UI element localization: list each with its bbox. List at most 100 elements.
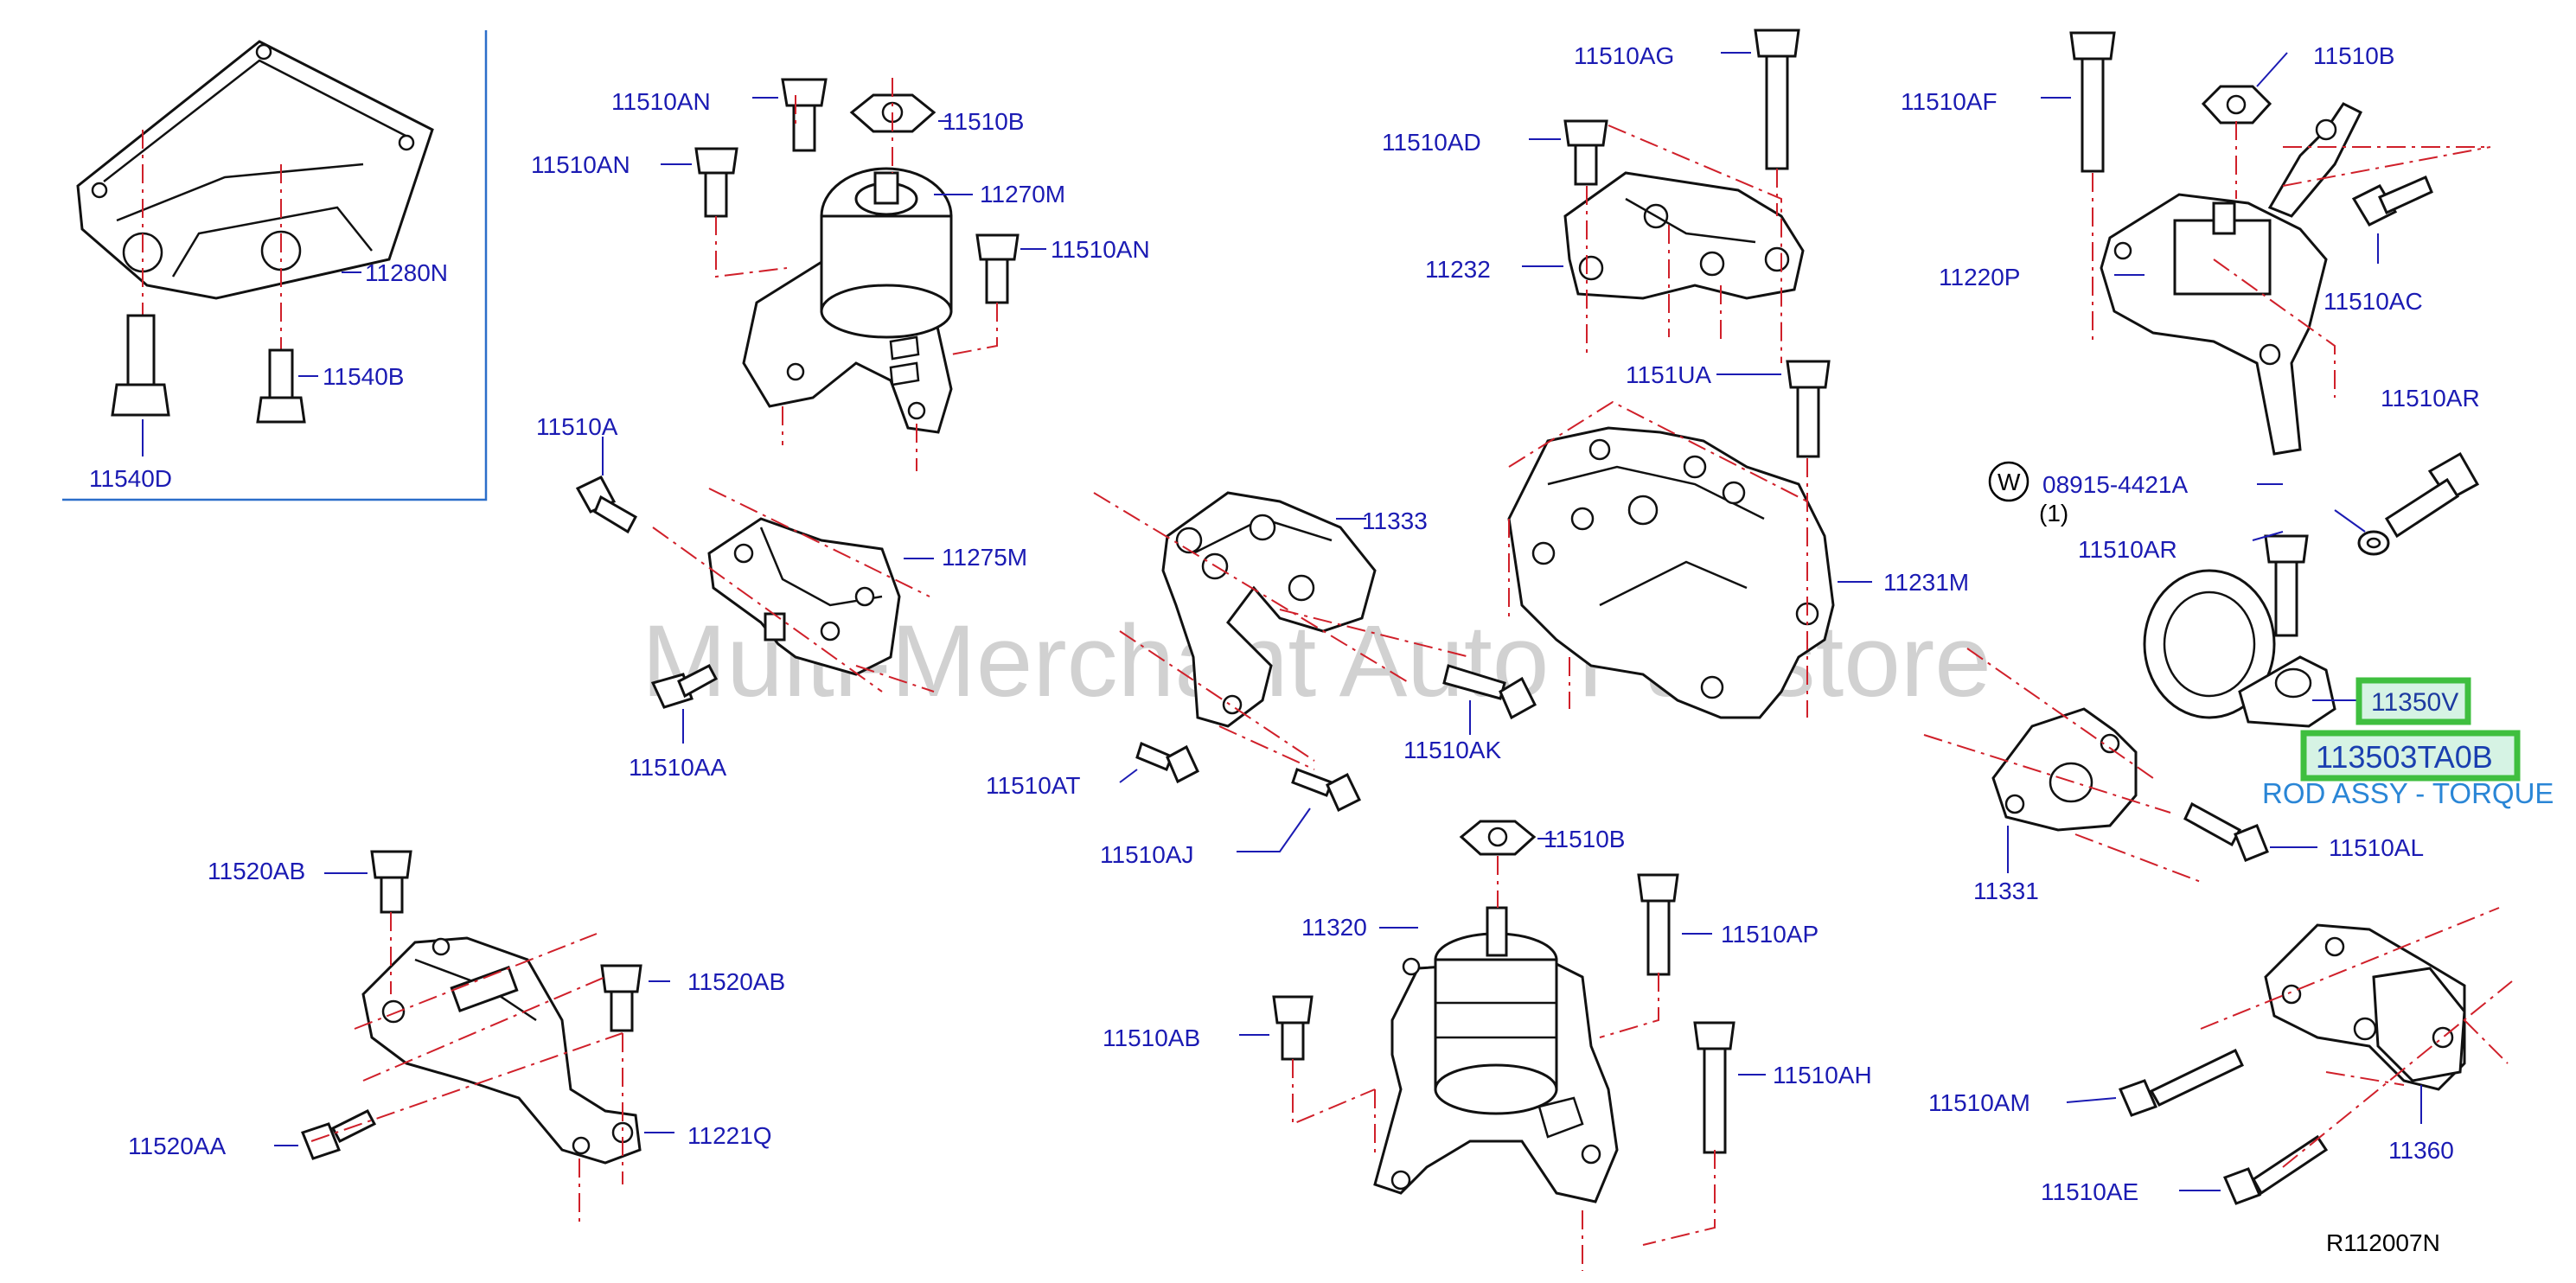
label-11520aa: 11520AA bbox=[128, 1133, 226, 1159]
label-11510an-c: 11510AN bbox=[1051, 236, 1150, 263]
mount-11270m-part bbox=[742, 167, 953, 434]
label-11520ab-a: 11520AB bbox=[208, 858, 305, 884]
label-11510aj: 11510AJ bbox=[1100, 841, 1193, 868]
bolt-11520ab-a bbox=[370, 850, 412, 914]
bolt-11510al bbox=[2183, 801, 2269, 862]
bolt-11510ak bbox=[1442, 664, 1537, 720]
label-11320: 11320 bbox=[1301, 914, 1367, 941]
washer-symbol-circle bbox=[1988, 461, 2029, 502]
bolt-11510ap bbox=[1637, 873, 1679, 976]
bolt-11510ac bbox=[2351, 176, 2433, 227]
bracket-11231m-part bbox=[1507, 426, 1835, 719]
bolt-11520aa bbox=[301, 1109, 377, 1160]
bolt-1151ua bbox=[1786, 360, 1831, 458]
mount-11275m-part bbox=[707, 517, 901, 676]
label-11333: 11333 bbox=[1362, 507, 1428, 534]
torque-rod-group: W (1) 113503TA0B ROD ASSY - TORQUE bbox=[1988, 451, 2554, 809]
label-11280n: 11280N bbox=[365, 259, 448, 286]
mount-11275m-group bbox=[575, 437, 935, 744]
bolt-11510ag bbox=[1754, 29, 1800, 170]
label-11510ae: 11510AE bbox=[2041, 1178, 2138, 1205]
mount-11270m-group bbox=[661, 78, 1046, 471]
label-11510af: 11510AF bbox=[1901, 88, 1998, 115]
nut-11510b-c bbox=[1459, 820, 1537, 856]
label-11220p: 11220P bbox=[1939, 264, 2020, 290]
bolt-11520ab-b bbox=[600, 964, 642, 1032]
mount-11221q-group bbox=[274, 850, 674, 1228]
label-11510am: 11510AM bbox=[1928, 1089, 2030, 1116]
label-11540d: 11540D bbox=[89, 465, 172, 492]
mount-11331-group bbox=[1923, 648, 2317, 883]
highlight-box-11350v bbox=[2355, 677, 2471, 725]
bolt-11510ad bbox=[1563, 119, 1608, 186]
label-11510ad: 11510AD bbox=[1382, 129, 1481, 156]
bolt-11510aa bbox=[650, 663, 719, 709]
label-11350v: 11350V bbox=[2371, 688, 2458, 717]
label-11331: 11331 bbox=[1973, 878, 2039, 904]
group-box-border bbox=[62, 30, 488, 501]
torque-rod-11350v-part bbox=[2143, 569, 2336, 728]
bracket-11231m-group bbox=[1507, 360, 1872, 719]
label-11510ab: 11510AB bbox=[1103, 1024, 1200, 1051]
bracket-11333-group bbox=[1093, 491, 1537, 852]
bolt-11510ah bbox=[1693, 1021, 1735, 1154]
label-11510ag: 11510AG bbox=[1574, 42, 1674, 69]
label-11520ab-b: 11520AB bbox=[687, 968, 785, 995]
bolt-11510aj bbox=[1291, 768, 1361, 813]
label-11232: 11232 bbox=[1425, 256, 1491, 283]
label-11360: 11360 bbox=[2388, 1137, 2454, 1164]
highlight-box-part-number bbox=[2300, 730, 2521, 782]
mount-11331-part bbox=[1991, 707, 2138, 832]
label-11275m: 11275M bbox=[942, 544, 1027, 571]
mount-11221q-part bbox=[361, 936, 642, 1165]
label-11540b: 11540B bbox=[323, 363, 404, 390]
bolt-11510am bbox=[2118, 1048, 2244, 1117]
label-11221q: 11221Q bbox=[687, 1122, 772, 1149]
bolt-11510an-b bbox=[694, 147, 738, 218]
label-1151ua: 1151UA bbox=[1626, 361, 1711, 388]
label-11510a: 11510A bbox=[536, 413, 618, 440]
bolt-11510at bbox=[1135, 741, 1199, 784]
mount-11360-part bbox=[2264, 923, 2466, 1091]
nut-11510b-b bbox=[2201, 85, 2272, 124]
mount-11320-group bbox=[1239, 820, 1766, 1271]
mount-11360-group bbox=[2066, 907, 2513, 1205]
washer-08915 bbox=[2357, 530, 2390, 556]
label-11510b-c: 11510B bbox=[1544, 826, 1625, 852]
label-11510aa: 11510AA bbox=[629, 754, 726, 781]
washer-symbol: W bbox=[1998, 469, 2021, 495]
bolt-11510ar-a bbox=[2384, 451, 2480, 539]
diagram-code: R112007N bbox=[2326, 1229, 2440, 1256]
bracket-11232-part bbox=[1563, 171, 1805, 300]
bolt-11510af bbox=[2069, 31, 2116, 173]
label-11510al: 11510AL bbox=[2329, 834, 2424, 861]
label-11510b-b: 11510B bbox=[2313, 42, 2394, 69]
label-11510an-b: 11510AN bbox=[531, 151, 630, 178]
washer-quantity: (1) bbox=[2039, 500, 2068, 527]
bracket-11333-part bbox=[1161, 491, 1377, 728]
bolt-11510an-a bbox=[781, 78, 828, 152]
mount-11220p-part bbox=[2100, 102, 2363, 456]
bracket-11232-group bbox=[1522, 29, 1805, 363]
mount-11220p-group bbox=[2041, 31, 2491, 456]
label-11231m: 11231M bbox=[1883, 569, 1969, 596]
label-11510ah: 11510AH bbox=[1773, 1062, 1872, 1088]
bolt-11540b bbox=[256, 348, 306, 424]
highlight-part-number: 113503TA0B bbox=[2316, 739, 2493, 775]
bolt-11540d bbox=[111, 314, 170, 417]
highlight-part-name: ROD ASSY - TORQUE bbox=[2262, 777, 2554, 809]
label-11510b-a: 11510B bbox=[943, 108, 1024, 135]
engine-cover-part bbox=[76, 40, 434, 300]
label-11510ak: 11510AK bbox=[1403, 737, 1501, 763]
label-11510ar-b: 11510AR bbox=[2078, 536, 2177, 563]
label-11510an-a: 11510AN bbox=[611, 88, 711, 115]
bolt-11510ar-b bbox=[2264, 534, 2309, 637]
bolt-11510a bbox=[575, 476, 638, 534]
label-11510at: 11510AT bbox=[986, 772, 1080, 799]
label-11510ar-a: 11510AR bbox=[2381, 385, 2480, 412]
bolt-11510an-c bbox=[975, 233, 1020, 304]
label-11510ap: 11510AP bbox=[1721, 921, 1819, 948]
mount-11320-part bbox=[1373, 906, 1619, 1203]
part-labels: 11280N 11540B 11540D 11510AN 11510B 1151… bbox=[89, 42, 2480, 1205]
